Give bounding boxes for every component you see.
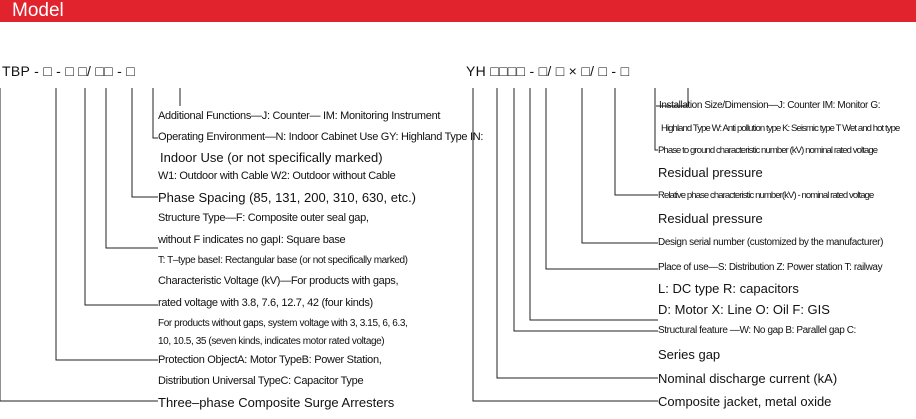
right-text-3: Residual pressure [658,165,763,180]
right-text-0: Installation Size/Dimension—J: Counter I… [659,100,881,111]
right-text-6: Design serial number (customized by the … [658,237,884,248]
left-text-1: Operating Environment—N: Indoor Cabinet … [158,131,484,143]
left-text-12: Protection ObjectA: Motor TypeB: Power S… [158,354,382,366]
left-text-8: Characteristic Voltage (kV)—For products… [158,275,399,287]
right-connector-4 [545,88,658,270]
right-text-13: Composite jacket, metal oxide [658,394,832,409]
left-text-6: without F indicates no gapI: Square base [158,234,346,246]
left-connector-3 [105,88,158,249]
left-text-5: Structure Type—F: Composite outer seal g… [158,212,369,224]
right-connector-2 [614,88,658,196]
right-connectors [472,88,689,402]
right-text-7: Place of use—S: Distribution Z: Power st… [658,262,883,273]
left-text-3: W1: Outdoor with Cable W2: Outdoor witho… [158,170,396,182]
left-connector-6 [0,88,158,402]
right-text-1: Highland Type W: Anti pollution type K: … [661,123,900,134]
left-connectors [0,88,181,402]
right-connector-6 [513,88,658,332]
right-model-code: YH □□□□ - □/ □ × □/ □ - □ [466,63,630,79]
left-text-4: Phase Spacing (85, 131, 200, 310, 630, e… [158,190,417,205]
right-text-10: Structural feature —W: No gap B: Paralle… [658,325,856,336]
left-connector-2 [131,88,158,198]
right-text-2: Phase to ground characteristic number (k… [658,145,878,156]
right-text-4: Relative phase characteristic number(kV)… [658,190,874,201]
left-text-10: For products without gaps, system voltag… [158,318,408,329]
right-connector-8 [472,88,658,402]
left-text-9: rated voltage with 3.8, 7.6, 12.7, 42 (f… [158,297,373,309]
left-text-14: Three–phase Composite Surge Arresters [158,395,395,410]
right-connector-3 [581,88,658,244]
right-connector-7 [496,88,658,379]
left-text-13: Distribution Universal TypeC: Capacitor … [158,375,364,387]
right-text-5: Residual pressure [658,211,763,226]
section-title: Model [12,0,64,21]
right-connector-5 [529,88,658,321]
left-model-code: TBP - □ - □ □/ □□ - □ [2,63,136,79]
left-text-0: Additional Functions—J: Counter— IM: Mon… [158,110,441,122]
left-connector-4 [84,88,158,306]
right-text-12: Nominal discharge current (kA) [658,371,838,386]
right-connector-0 [656,88,689,107]
right-text-9: D: Motor X: Line O: Oil F: GIS [658,302,830,317]
left-text-11: 10, 10.5, 35 (seven kinds, indicates mot… [158,336,385,347]
left-connector-1 [152,88,158,139]
right-connector-1 [654,88,658,151]
right-text-8: L: DC type R: capacitors [658,281,799,296]
right-text-11: Series gap [658,347,721,362]
left-text-2: Indoor Use (or not specifically marked) [160,150,383,165]
section-header: Model [0,0,916,22]
left-text-7: T: T–type baseI: Rectangular base (or no… [158,255,408,266]
left-connector-5 [55,88,158,361]
